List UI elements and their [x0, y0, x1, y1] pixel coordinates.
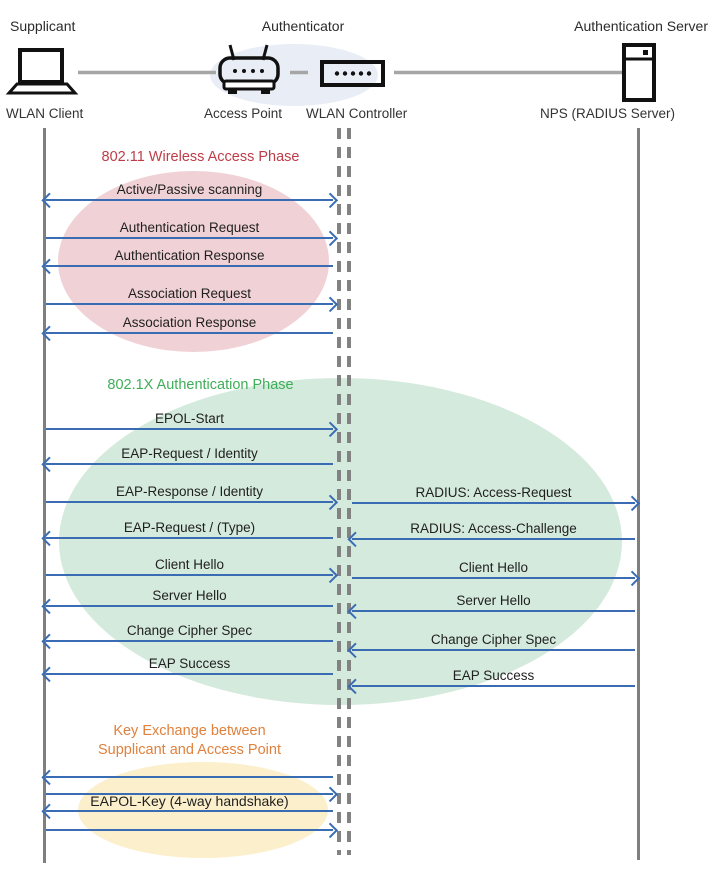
node-label-wlan-controller: WLAN Controller: [306, 106, 408, 121]
message-arrow-left: [352, 610, 635, 613]
handshake-arrow-1-left: [46, 776, 333, 779]
message-label: Association Request: [127, 286, 252, 301]
lifeline-wlan-client: [43, 128, 46, 863]
node-label-access-point: Access Point: [203, 106, 283, 121]
message-arrow-left: [46, 537, 333, 540]
message-arrow-right: [46, 574, 333, 577]
message-label: Association Response: [122, 315, 257, 330]
message-label: EAP-Request / (Type): [123, 520, 256, 535]
message-arrow-left: [352, 649, 635, 652]
message-label: Client Hello: [154, 557, 225, 572]
message-arrow-left: [46, 463, 333, 466]
lifeline-radius-server: [637, 128, 640, 860]
message-arrow-left: [352, 685, 635, 688]
message-arrow-right: [46, 501, 333, 504]
server-icon: [622, 43, 656, 102]
header-graphics: [5, 43, 656, 106]
message-arrow-both: [46, 199, 333, 202]
message-arrow-right: [46, 303, 333, 306]
lifeline-controller-dashed-1: [337, 128, 341, 855]
message-label: EAP Success: [148, 656, 231, 671]
node-label-wlan-client: WLAN Client: [6, 106, 84, 121]
message-label: Authentication Request: [119, 220, 260, 235]
message-arrow-right: [46, 237, 333, 240]
message-label: Client Hello: [458, 560, 529, 575]
node-label-nps-server: NPS (RADIUS Server): [540, 106, 676, 121]
wlan-controller-icon: [320, 60, 385, 87]
message-arrow-left: [46, 605, 333, 608]
role-authenticator: Authenticator: [261, 18, 345, 34]
message-label: EAP-Response / Identity: [115, 484, 264, 499]
message-label: Server Hello: [152, 588, 227, 603]
auth-phase-title: 802.1X Authentication Phase: [107, 377, 294, 393]
message-label: Active/Passive scanning: [116, 182, 263, 197]
message-arrow-left: [352, 538, 635, 541]
role-supplicant: Supplicant: [10, 18, 76, 34]
handshake-arrow-4-right: [46, 829, 333, 832]
message-label: RADIUS: Access-Challenge: [410, 521, 577, 536]
message-arrow-right: [352, 577, 635, 580]
message-label: Server Hello: [456, 593, 531, 608]
message-arrow-left: [46, 673, 333, 676]
key-exchange-title: Key Exchange between Supplicant and Acce…: [98, 723, 281, 758]
message-arrow-left: [46, 640, 333, 643]
role-authentication-server: Authentication Server: [574, 18, 708, 34]
message-label: EAP-Request / Identity: [121, 446, 258, 461]
handshake-arrow-2-right: [46, 793, 333, 796]
message-label: Change Cipher Spec: [430, 632, 557, 647]
wireless-phase-title: 802.11 Wireless Access Phase: [101, 149, 300, 165]
handshake-arrow-3-left: [46, 810, 333, 813]
message-arrow-right: [352, 502, 635, 505]
message-label: RADIUS: Access-Request: [415, 485, 572, 500]
message-label: EPOL-Start: [154, 411, 225, 426]
message-label: EAP Success: [452, 668, 535, 683]
message-label: Change Cipher Spec: [126, 623, 253, 638]
message-arrow-left: [46, 265, 333, 268]
access-point-icon: [218, 44, 280, 94]
message-label: EAPOL-Key (4-way handshake): [90, 793, 289, 809]
laptop-icon: [5, 48, 79, 95]
message-arrow-right: [46, 428, 333, 431]
lifeline-controller-dashed-2: [347, 128, 351, 855]
message-arrow-left: [46, 332, 333, 335]
message-label: Authentication Response: [114, 248, 265, 263]
